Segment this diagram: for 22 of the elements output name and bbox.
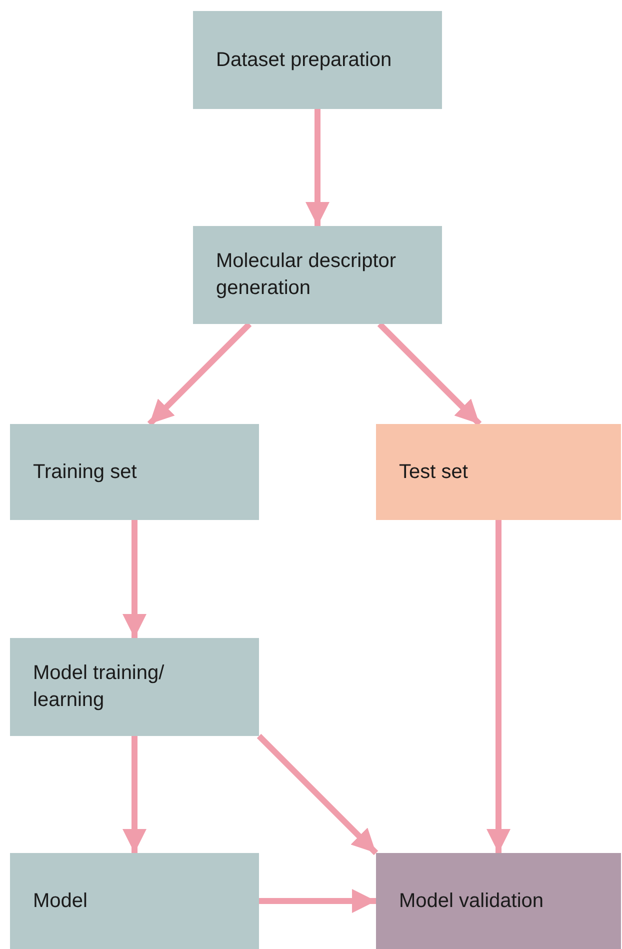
arrow: [306, 109, 330, 226]
box-label: Model: [33, 888, 88, 914]
box-label: Test set: [399, 460, 469, 484]
process-box: [376, 424, 621, 520]
process-box: [10, 853, 259, 949]
arrow: [256, 734, 378, 856]
box-label: Model validation: [399, 888, 545, 914]
arrow: [259, 889, 376, 913]
process-box: [376, 853, 621, 949]
arrow: [122, 736, 146, 853]
arrow: [377, 322, 482, 426]
process-box: [193, 226, 442, 324]
box-label: Training set: [33, 460, 138, 484]
arrow: [147, 322, 252, 426]
process-box: [193, 11, 442, 109]
process-box: [10, 638, 259, 736]
arrow: [122, 520, 146, 638]
box-label: Model training/ learning: [33, 661, 166, 713]
process-box: [10, 424, 259, 520]
box-label: Dataset preparation: [216, 48, 393, 72]
box-label: Molecular descriptor generation: [216, 249, 398, 301]
arrow: [486, 520, 510, 853]
